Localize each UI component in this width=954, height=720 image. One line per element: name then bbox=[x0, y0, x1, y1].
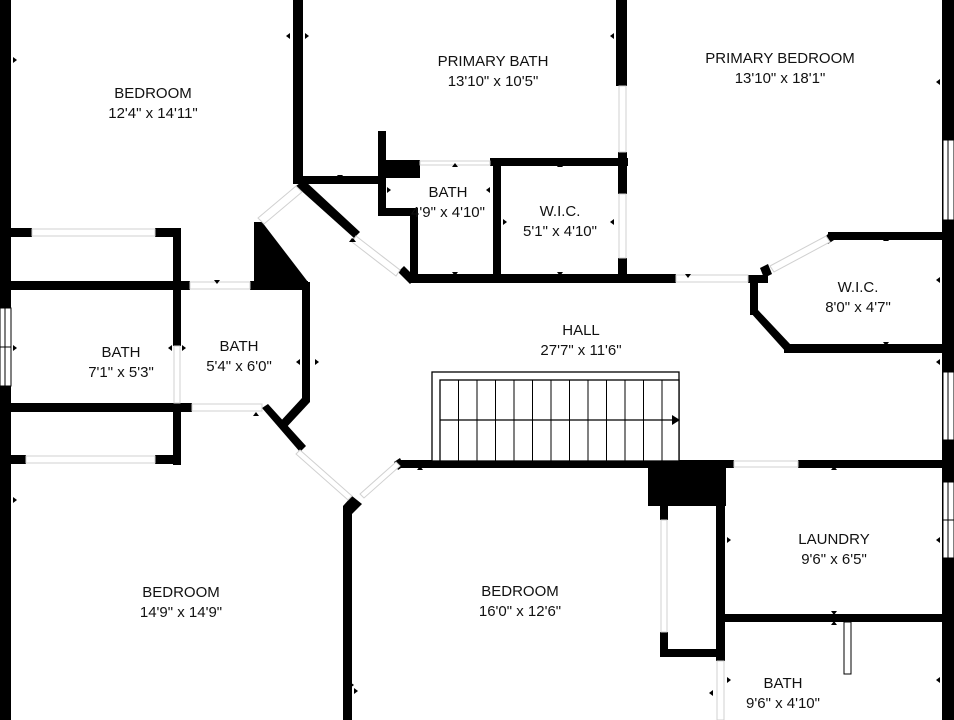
dimension-tick bbox=[452, 163, 458, 167]
room-bedroom-sw: BEDROOM 14'9" x 14'9" bbox=[140, 583, 222, 623]
room-name: W.I.C. bbox=[837, 279, 879, 296]
dimension-ticks bbox=[13, 33, 940, 696]
dimension-tick bbox=[831, 621, 837, 625]
dimension-tick bbox=[557, 272, 563, 276]
window-west bbox=[0, 307, 12, 387]
dimension-tick bbox=[610, 33, 614, 39]
dimension-tick bbox=[452, 272, 458, 276]
dimension-tick bbox=[486, 187, 490, 193]
dimension-tick bbox=[315, 359, 319, 365]
dimension-tick bbox=[685, 274, 691, 278]
room-dimensions: 4'9" x 4'10" bbox=[411, 204, 485, 221]
room-bath-small: BATH 4'9" x 4'10" bbox=[411, 183, 485, 223]
room-name: PRIMARY BATH bbox=[437, 53, 549, 70]
dimension-tick bbox=[387, 187, 391, 193]
dimension-tick bbox=[417, 466, 423, 470]
room-name: BATH bbox=[428, 184, 468, 201]
dimension-tick bbox=[354, 688, 358, 694]
room-name: LAUNDRY bbox=[798, 531, 870, 548]
room-name: BEDROOM bbox=[142, 584, 220, 601]
room-bath-se: BATH 9'6" x 4'10" bbox=[746, 674, 820, 714]
room-dimensions: 9'6" x 6'5" bbox=[801, 551, 867, 568]
room-dimensions: 7'1" x 5'3" bbox=[88, 364, 154, 381]
room-laundry: LAUNDRY 9'6" x 6'5" bbox=[798, 530, 869, 570]
room-wic-2: W.I.C. 8'0" x 4'7" bbox=[825, 278, 891, 318]
room-dimensions: 13'10" x 18'1" bbox=[734, 70, 826, 87]
dimension-tick bbox=[337, 175, 343, 179]
dimension-tick bbox=[350, 682, 354, 688]
room-bedroom-nw: BEDROOM 12'4" x 14'11" bbox=[108, 84, 198, 124]
room-dimensions: 27'7" x 11'6" bbox=[540, 342, 622, 359]
dimension-tick bbox=[936, 277, 940, 283]
stair-arrow-icon bbox=[672, 415, 680, 425]
room-dimensions: 8'0" x 4'7" bbox=[825, 299, 891, 316]
room-name: PRIMARY BEDROOM bbox=[705, 50, 855, 67]
room-dimensions: 9'6" x 4'10" bbox=[746, 695, 820, 712]
dimension-tick bbox=[168, 345, 172, 351]
room-bath-west: BATH 7'1" x 5'3" bbox=[88, 343, 154, 383]
room-name: BATH bbox=[101, 344, 141, 361]
room-name: BEDROOM bbox=[481, 583, 559, 600]
room-dimensions: 12'4" x 14'11" bbox=[108, 105, 198, 122]
room-name: BEDROOM bbox=[114, 85, 192, 102]
dimension-tick bbox=[623, 79, 627, 85]
dimension-tick bbox=[305, 33, 309, 39]
room-name: W.I.C. bbox=[539, 203, 581, 220]
dimension-tick bbox=[831, 611, 837, 615]
dimension-tick bbox=[503, 219, 507, 225]
room-dimensions: 16'0" x 12'6" bbox=[478, 603, 562, 620]
room-bath-mid: BATH 5'4" x 6'0" bbox=[206, 337, 272, 377]
dimension-tick bbox=[610, 219, 614, 225]
wall-east bbox=[942, 0, 954, 720]
dimension-tick bbox=[831, 466, 837, 470]
room-hall: HALL 27'7" x 11'6" bbox=[540, 321, 621, 361]
dimension-tick bbox=[286, 33, 290, 39]
dimension-tick bbox=[214, 280, 220, 284]
dimension-tick bbox=[883, 342, 889, 346]
dimension-tick bbox=[253, 412, 259, 416]
dimension-tick bbox=[182, 345, 186, 351]
room-name: HALL bbox=[562, 322, 600, 339]
window-east-1 bbox=[942, 139, 954, 221]
dimension-tick bbox=[13, 345, 17, 351]
dimension-tick bbox=[281, 286, 287, 290]
dimension-tick bbox=[936, 537, 940, 543]
dimension-tick bbox=[727, 537, 731, 543]
dimension-tick bbox=[936, 79, 940, 85]
room-dimensions: 5'4" x 6'0" bbox=[206, 358, 272, 375]
dimension-tick bbox=[89, 404, 95, 408]
dimension-tick bbox=[557, 163, 563, 167]
room-dimensions: 14'9" x 14'9" bbox=[139, 604, 223, 621]
dimension-tick bbox=[727, 677, 731, 683]
openings bbox=[25, 85, 852, 720]
window-east-3 bbox=[942, 481, 954, 559]
dimension-tick bbox=[13, 57, 17, 63]
room-primary-bedroom: PRIMARY BEDROOM 13'10" x 18'1" bbox=[705, 49, 854, 89]
room-dimensions: 5'1" x 4'10" bbox=[523, 223, 597, 240]
room-primary-bath: PRIMARY BATH 13'10" x 10'5" bbox=[438, 52, 549, 92]
room-name: BATH bbox=[219, 338, 259, 355]
room-name: BATH bbox=[763, 675, 803, 692]
window-east-2 bbox=[942, 371, 954, 441]
dimension-tick bbox=[936, 677, 940, 683]
staircase bbox=[431, 371, 680, 462]
dimension-tick bbox=[13, 497, 17, 503]
room-dimensions: 13'10" x 10'5" bbox=[447, 73, 539, 90]
room-wic-1: W.I.C. 5'1" x 4'10" bbox=[523, 202, 597, 242]
dimension-tick bbox=[709, 690, 713, 696]
dimension-tick bbox=[350, 238, 356, 242]
room-bedroom-s: BEDROOM 16'0" x 12'6" bbox=[479, 582, 561, 622]
dimension-tick bbox=[296, 359, 300, 365]
dimension-tick bbox=[936, 359, 940, 365]
dimension-tick bbox=[89, 286, 95, 290]
dimension-tick bbox=[883, 237, 889, 241]
